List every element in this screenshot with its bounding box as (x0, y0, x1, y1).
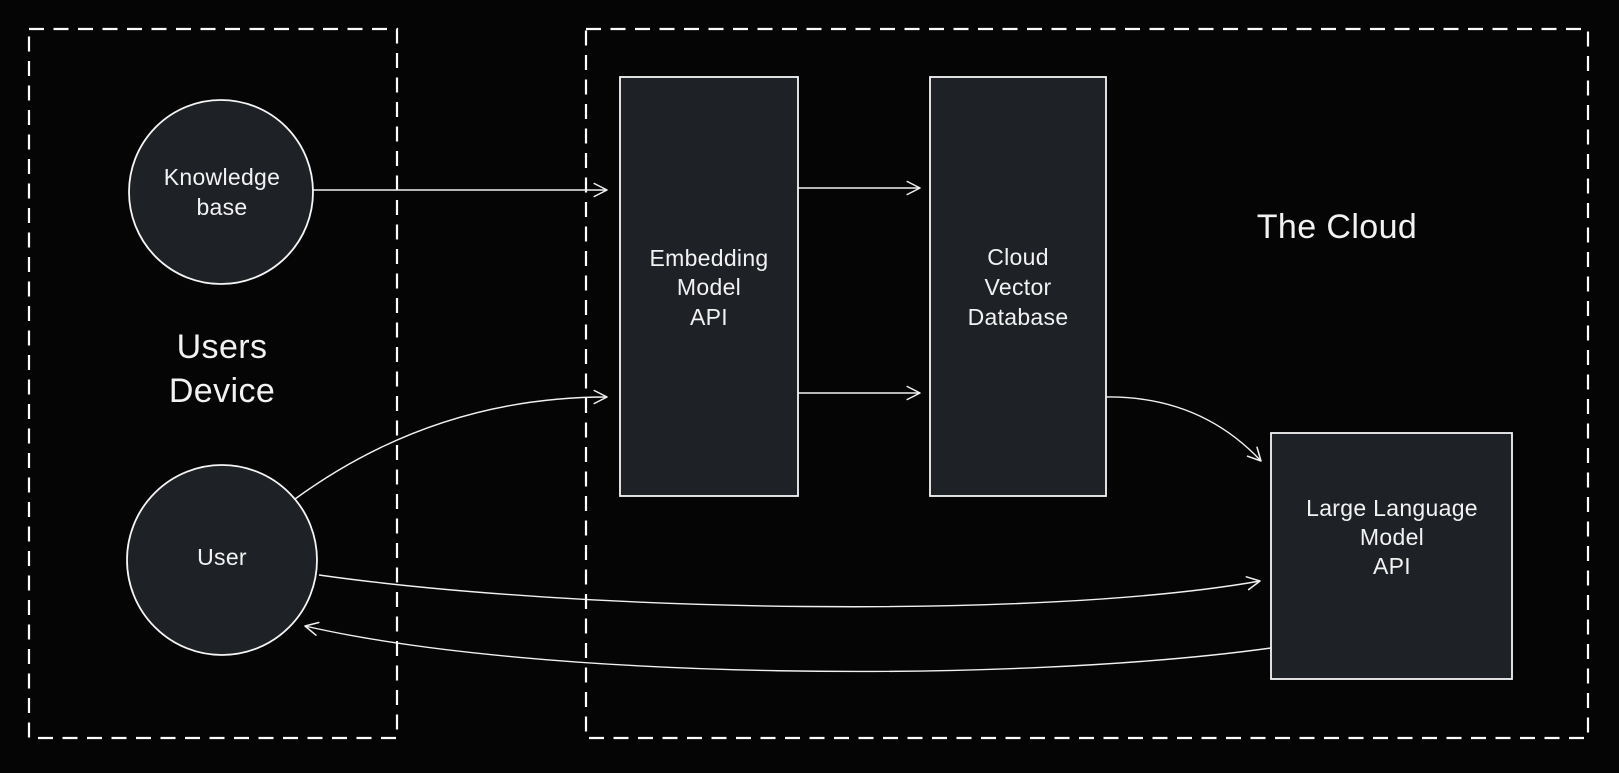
user-node (126, 464, 318, 656)
users-device-group-label: Device (169, 372, 275, 410)
cloud-vector-database-label: Database (968, 304, 1069, 330)
large-language-model-api-label: Large Language (1306, 495, 1478, 521)
edge-user-to-large-language-model (318, 574, 1261, 608)
the-cloud-group-box (584, 27, 1590, 740)
embedding-model-api-label: Model (677, 274, 741, 300)
edge-large-language-model-to-user (304, 621, 1272, 673)
embedding-model-api-label: API (690, 304, 728, 330)
large-language-model-api-label: Model (1360, 524, 1424, 550)
knowledge-base-label: Knowledge (164, 164, 281, 190)
the-cloud-group-label: The Cloud (1257, 208, 1417, 246)
users-device-group-label: Users (177, 328, 268, 366)
cloud-vector-database-node (929, 76, 1107, 497)
knowledge-base-node (128, 99, 314, 285)
embedding-model-api-label: Embedding (649, 245, 768, 271)
edge-cloud-vector-to-large-language-model (1105, 396, 1262, 462)
user-label: User (197, 544, 247, 570)
large-language-model-api-label: API (1373, 553, 1411, 579)
large-language-model-api-node (1270, 432, 1513, 680)
edge-user-to-embedding-model (294, 389, 608, 500)
cloud-vector-database-label: Cloud (987, 244, 1049, 270)
embedding-model-api-node (619, 76, 799, 497)
users-device-group-box (27, 27, 399, 740)
cloud-vector-database-label: Vector (984, 274, 1051, 300)
knowledge-base-label: base (196, 194, 247, 220)
